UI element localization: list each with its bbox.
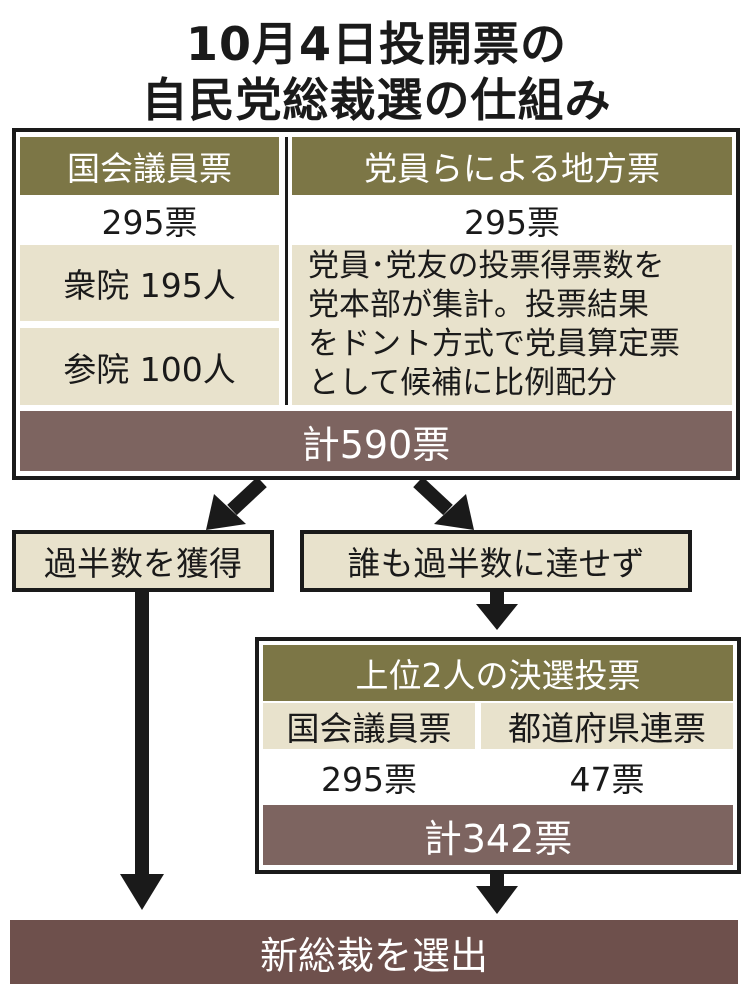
local-votes-header: 党員らによる地方票	[292, 137, 732, 195]
majority-obtained-box: 過半数を獲得	[12, 530, 274, 592]
local-votes-total: 295票	[464, 203, 560, 242]
runoff-header: 上位2人の決選投票	[263, 645, 733, 701]
arrow-down-icon	[476, 874, 518, 914]
column-divider	[285, 137, 288, 405]
title-line-1: 10月4日投開票の	[185, 17, 568, 71]
arrow-down-left-icon	[206, 476, 267, 530]
description-line: として候補に比例配分	[308, 365, 618, 401]
first-round-total: 計590票	[20, 411, 732, 471]
diet-votes-total: 295票	[101, 203, 198, 242]
new-president-selected: 新総裁を選出	[10, 920, 738, 984]
runoff-diet-votes: 295票	[321, 760, 417, 799]
arrow-down-icon	[476, 592, 518, 630]
lower-house-count: 衆院 195人	[20, 245, 279, 321]
runoff-diet-header: 国会議員票	[263, 703, 475, 749]
description-line: をドント方式で党員算定票	[308, 326, 680, 362]
arrow-down-icon	[120, 592, 164, 910]
runoff-prefecture-votes: 47票	[569, 760, 645, 799]
no-majority-box: 誰も過半数に達せず	[300, 530, 692, 592]
arrow-down-right-icon	[413, 476, 474, 530]
description-line: 党本部が集計。投票結果	[308, 287, 649, 323]
description-line: 党員･党友の投票得票数を	[308, 248, 665, 284]
upper-house-count: 参院 100人	[20, 328, 279, 405]
diet-votes-header: 国会議員票	[20, 137, 279, 195]
title-line-2: 自民党総裁選の仕組み	[141, 73, 612, 127]
runoff-prefecture-header: 都道府県連票	[481, 703, 733, 749]
runoff-total: 計342票	[263, 805, 733, 865]
local-votes-description: 党員･党友の投票得票数を 党本部が集計。投票結果 をドント方式で党員算定票 とし…	[292, 245, 732, 405]
